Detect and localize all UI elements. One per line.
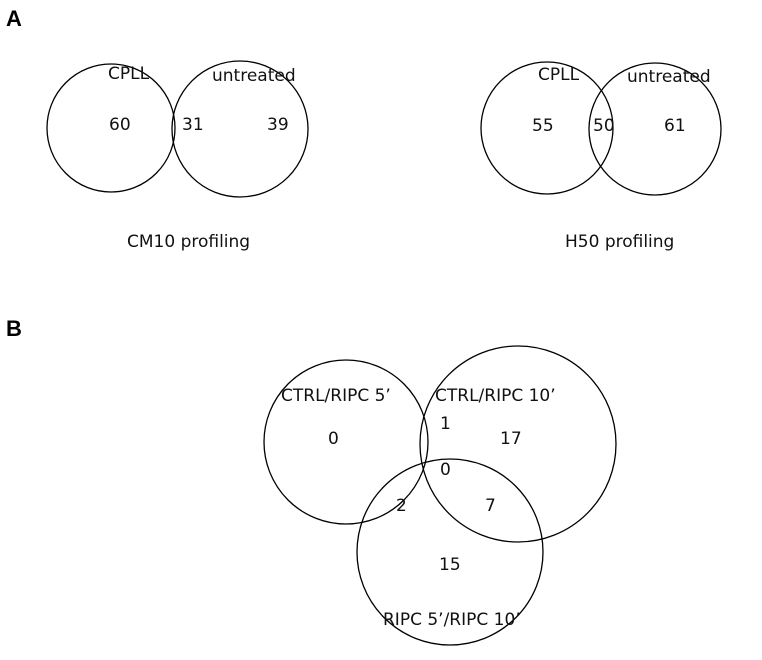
set-circle-cpll: [46, 63, 176, 193]
set-circle-ripc-5-ripc-10: [356, 458, 544, 646]
caption-h50: H50 profiling: [565, 232, 674, 252]
set-circle-cpll: [480, 61, 614, 195]
set-label-cpll: CPLL: [108, 64, 150, 84]
set-label-ripc-5-ripc-10: RIPC 5’/RIPC 10’: [383, 610, 521, 630]
region-ctrl-ripc-5-only: 0: [328, 429, 339, 449]
region-overlap: 31: [182, 115, 204, 135]
set-circle-untreated: [588, 62, 722, 196]
region-all-three: 0: [440, 460, 451, 480]
region-cpll-only: 55: [532, 116, 554, 136]
set-label-untreated: untreated: [212, 66, 296, 86]
region-untreated-only: 39: [267, 115, 289, 135]
region-ctrl-ripc-10-only: 17: [500, 429, 522, 449]
region-cpll-only: 60: [109, 115, 131, 135]
region-10-and-ripc-overlap: 7: [485, 496, 496, 516]
region-overlap: 50: [593, 116, 615, 136]
set-label-ctrl-ripc-5: CTRL/RIPC 5’: [281, 386, 391, 406]
region-5-and-10-overlap: 1: [440, 414, 451, 434]
panel-b-letter: B: [6, 316, 22, 341]
set-circle-ctrl-ripc-10: [419, 345, 617, 543]
set-circle-untreated: [171, 60, 309, 198]
caption-cm10: CM10 profiling: [127, 232, 250, 252]
set-label-ctrl-ripc-10: CTRL/RIPC 10’: [435, 386, 556, 406]
venn-h50: CPLL untreated 55 50 61 H50 profiling: [480, 61, 722, 252]
venn-ripc: CTRL/RIPC 5’ CTRL/RIPC 10’ RIPC 5’/RIPC …: [263, 345, 617, 646]
venn-cm10: CPLL untreated 60 31 39 CM10 profiling: [46, 60, 309, 252]
set-label-cpll: CPLL: [538, 65, 580, 85]
set-circle-ctrl-ripc-5: [263, 359, 429, 525]
set-label-untreated: untreated: [627, 67, 711, 87]
panel-a-letter: A: [6, 6, 22, 31]
region-untreated-only: 61: [664, 116, 686, 136]
region-ripc-5-ripc-10-only: 15: [439, 555, 461, 575]
region-5-and-ripc-overlap: 2: [396, 496, 407, 516]
